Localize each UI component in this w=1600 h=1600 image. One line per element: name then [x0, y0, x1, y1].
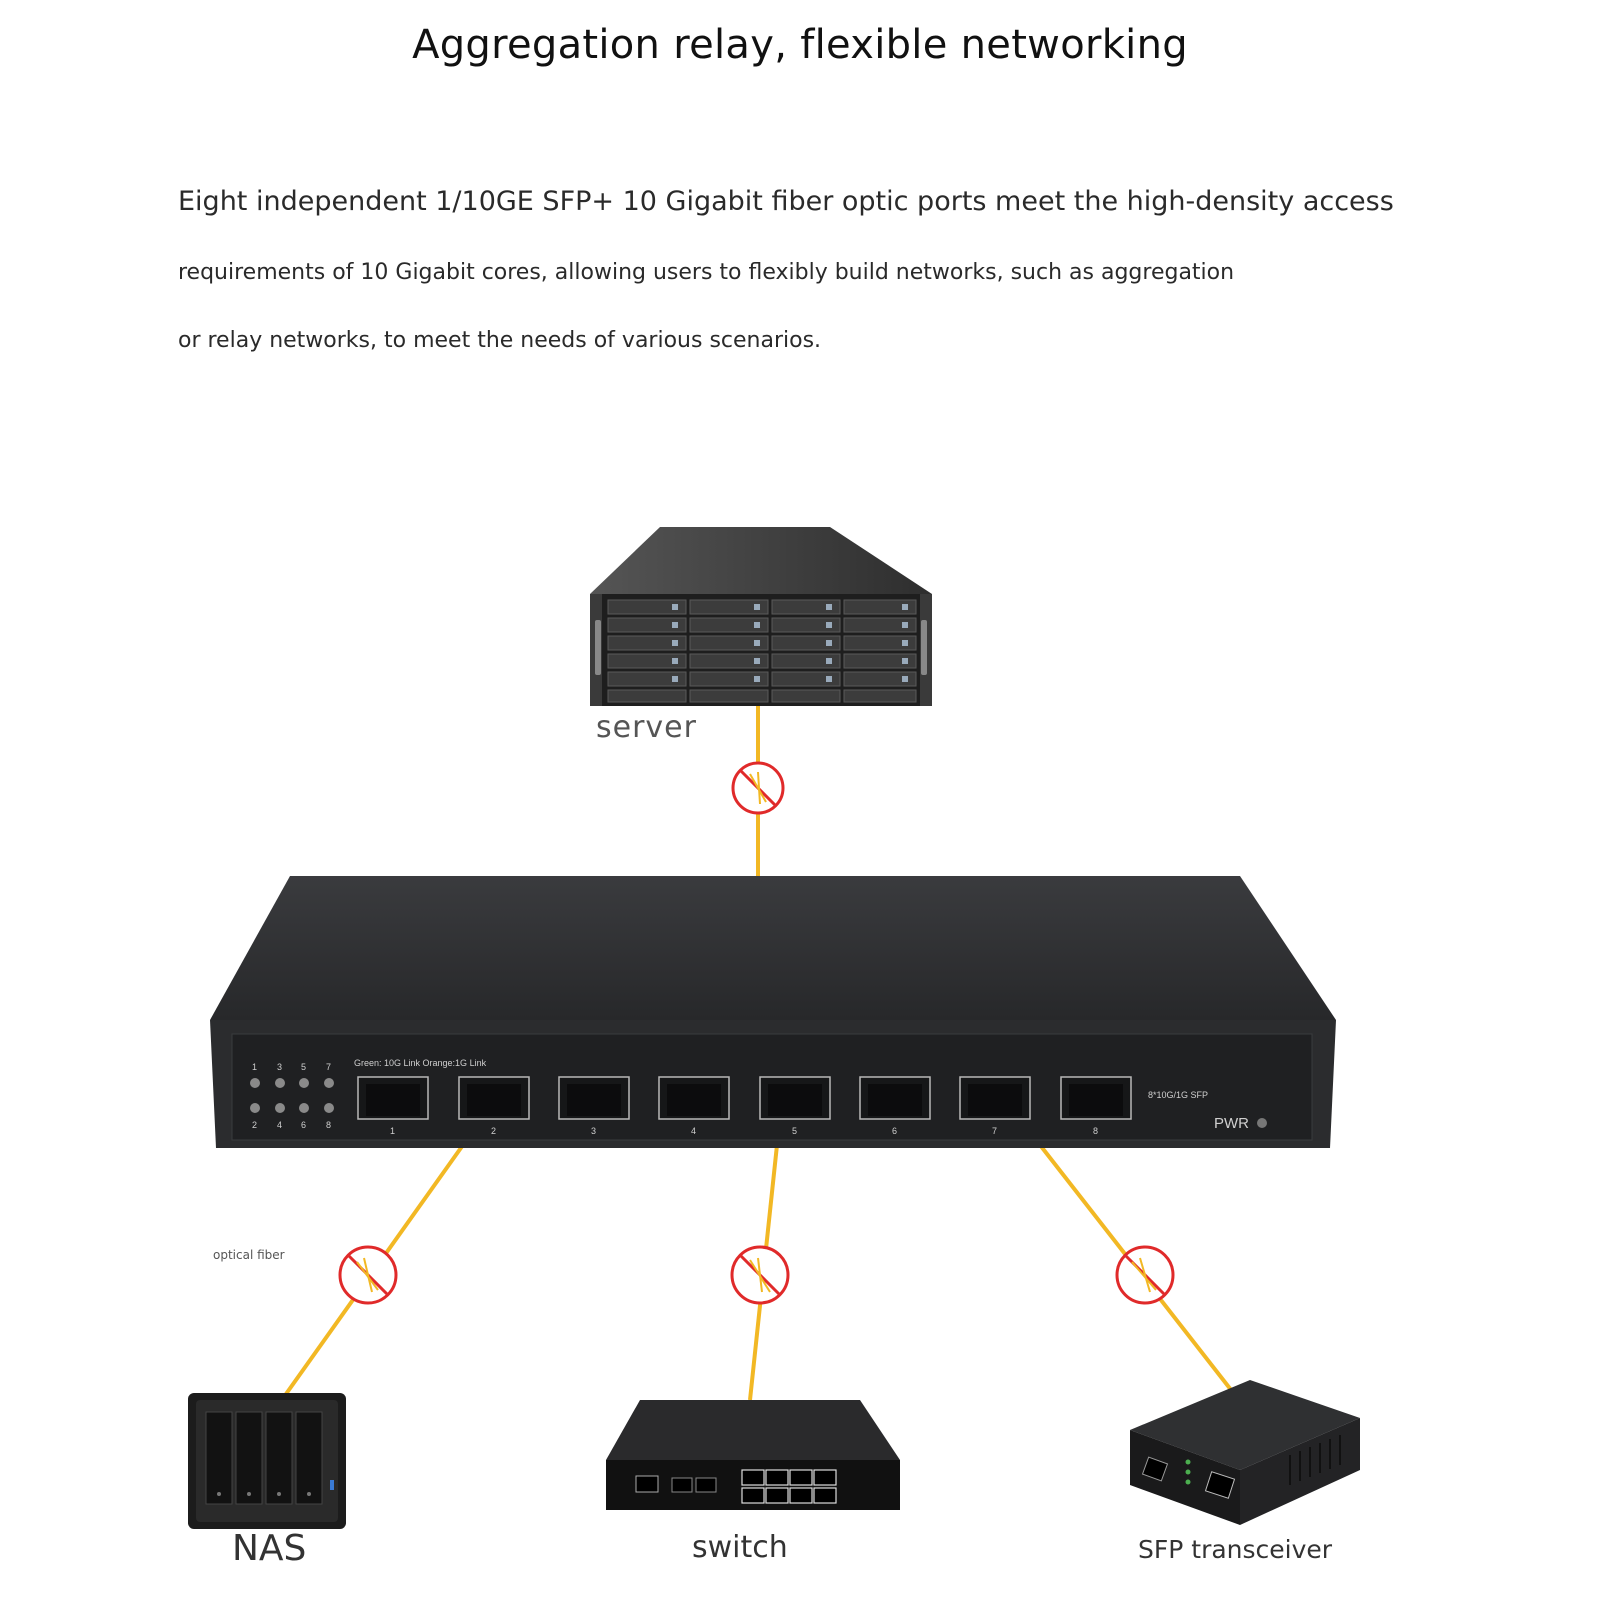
status-leds: 1 3 5 7 2 4 6 8: [250, 1062, 334, 1130]
switch-label: switch: [692, 1530, 788, 1565]
nas-label: NAS: [232, 1528, 307, 1569]
aggregation-switch-device: 1 3 5 7 2 4 6 8 Green: 10G Link Orange:1…: [210, 876, 1336, 1148]
server-device: [590, 527, 932, 706]
no-entry-fiber-icon: [1115, 1245, 1175, 1305]
led-top-label: 5: [301, 1062, 306, 1072]
description-line-1: Eight independent 1/10GE SFP+ 10 Gigabit…: [178, 186, 1394, 217]
server-label: server: [596, 710, 697, 745]
page-title: Aggregation relay, flexible networking: [412, 22, 1188, 68]
port-number: 3: [591, 1126, 596, 1136]
led-bottom-label: 6: [301, 1120, 306, 1130]
port-number: 7: [992, 1126, 997, 1136]
port-number: 6: [892, 1126, 897, 1136]
media-converter-device: [1130, 1380, 1360, 1525]
description-line-2: requirements of 10 Gigabit cores, allowi…: [178, 260, 1235, 285]
sfp-ports: 1 2 3 4 5 6 7 8: [357, 1076, 1132, 1136]
port-number: 1: [390, 1126, 395, 1136]
no-entry-fiber-icon: [731, 761, 785, 815]
led-top-label: 3: [277, 1062, 282, 1072]
no-entry-fiber-icon: [730, 1245, 790, 1305]
led-bottom-label: 4: [277, 1120, 282, 1130]
port-number: 4: [691, 1126, 696, 1136]
no-entry-fiber-icon: [338, 1245, 398, 1305]
led-top-label: 1: [252, 1062, 257, 1072]
link-legend: Green: 10G Link Orange:1G Link: [354, 1058, 487, 1068]
port-number: 8: [1093, 1126, 1098, 1136]
port-number: 5: [792, 1126, 797, 1136]
pwr-label: PWR: [1214, 1115, 1249, 1132]
sfp-transceiver-label: SFP transceiver: [1138, 1535, 1333, 1564]
switch-device: [606, 1400, 900, 1510]
description-line-3: or relay networks, to meet the needs of …: [178, 328, 822, 353]
port-spec-label: 8*10G/1G SFP: [1148, 1090, 1208, 1100]
port-number: 2: [491, 1126, 496, 1136]
nas-device: [188, 1393, 346, 1529]
optical-fiber-label: optical fiber: [213, 1248, 285, 1262]
led-top-label: 7: [326, 1062, 331, 1072]
pwr-led: [1257, 1118, 1267, 1128]
led-bottom-label: 8: [326, 1120, 331, 1130]
led-bottom-label: 2: [252, 1120, 257, 1130]
